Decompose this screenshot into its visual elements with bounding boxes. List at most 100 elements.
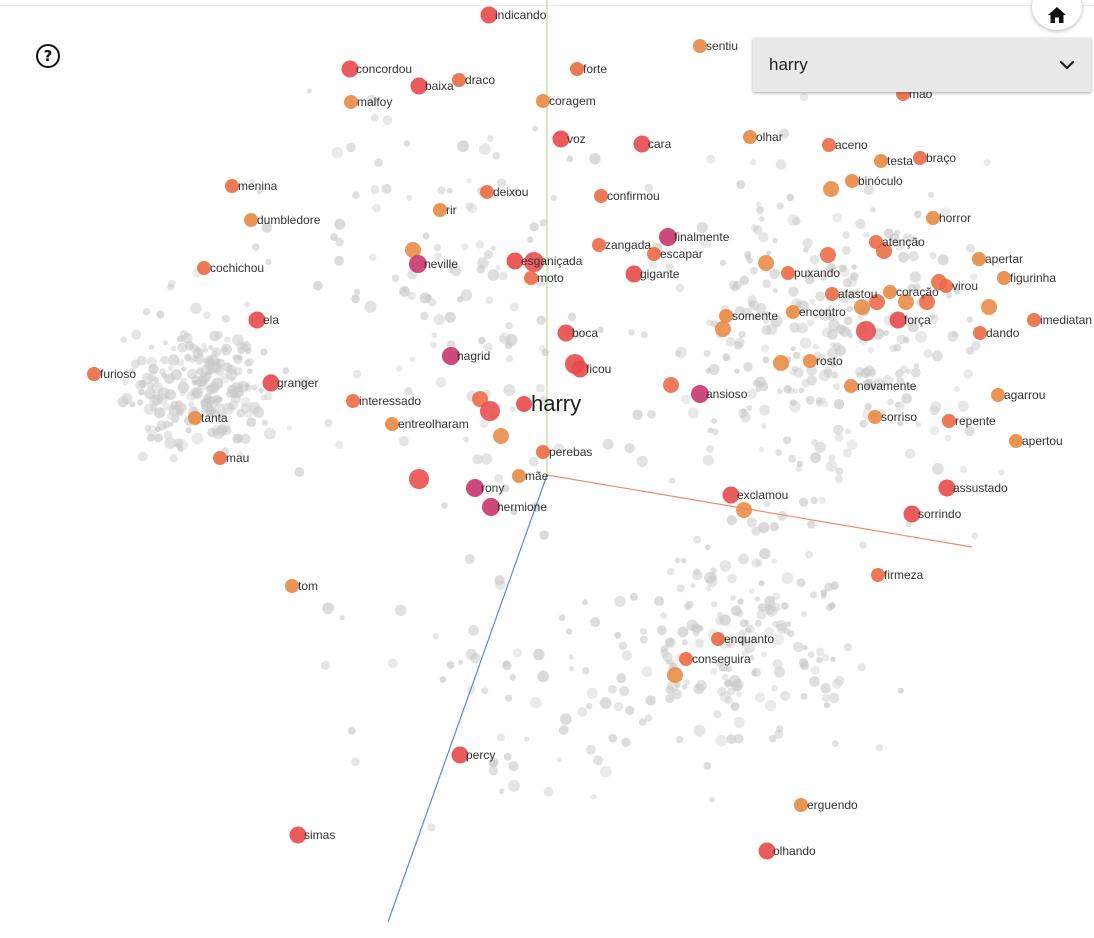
- word-point-forte[interactable]: [570, 62, 584, 76]
- word-point-draco[interactable]: [452, 73, 466, 87]
- word-point-olhando[interactable]: [758, 842, 776, 860]
- neighbor-point[interactable]: [663, 377, 679, 393]
- word-point-tanta[interactable]: [188, 411, 202, 425]
- word-point-aceno[interactable]: [822, 138, 836, 152]
- word-point-indicando[interactable]: [480, 6, 498, 24]
- word-point-virou[interactable]: [939, 279, 953, 293]
- word-point-deixou[interactable]: [480, 185, 494, 199]
- word-point-mãe[interactable]: [512, 469, 526, 483]
- word-point-firmeza[interactable]: [871, 568, 885, 582]
- background-point: [149, 403, 158, 411]
- neighbor-point[interactable]: [493, 428, 509, 444]
- word-point-encontro[interactable]: [786, 305, 800, 319]
- word-point-hermione[interactable]: [482, 498, 500, 516]
- neighbor-point[interactable]: [480, 401, 500, 421]
- neighbor-point[interactable]: [854, 299, 870, 315]
- help-icon[interactable]: ?: [36, 44, 60, 68]
- neighbor-point[interactable]: [898, 294, 914, 310]
- word-point-confirmou[interactable]: [594, 189, 608, 203]
- word-point-hagrid[interactable]: [442, 347, 460, 365]
- word-point-novamente[interactable]: [844, 379, 858, 393]
- word-point-mau[interactable]: [213, 451, 227, 465]
- word-point-coragem[interactable]: [536, 94, 550, 108]
- word-point-boca[interactable]: [557, 324, 575, 342]
- neighbor-point[interactable]: [409, 469, 429, 489]
- word-point-assustado[interactable]: [938, 479, 956, 497]
- neighbor-point[interactable]: [758, 255, 774, 271]
- word-point-sentiu[interactable]: [693, 39, 707, 53]
- word-point-moto[interactable]: [524, 271, 538, 285]
- word-point-ela[interactable]: [248, 311, 266, 329]
- word-point-atenção[interactable]: [869, 235, 883, 249]
- neighbor-point[interactable]: [715, 321, 731, 337]
- word-point-gigante[interactable]: [625, 265, 643, 283]
- neighbor-point[interactable]: [823, 181, 839, 197]
- word-point-apertar[interactable]: [972, 252, 986, 266]
- word-point-voz[interactable]: [552, 130, 570, 148]
- word-point-enquanto[interactable]: [711, 632, 725, 646]
- word-point-sorrindo[interactable]: [903, 505, 921, 523]
- neighbor-point[interactable]: [773, 355, 789, 371]
- word-point-imediatan[interactable]: [1027, 313, 1041, 327]
- word-select[interactable]: harry: [753, 38, 1091, 92]
- word-point-dumbledore[interactable]: [244, 213, 258, 227]
- word-point-perebas[interactable]: [536, 445, 550, 459]
- word-point-ansioso[interactable]: [691, 385, 709, 403]
- background-point: [539, 396, 549, 406]
- word-point-olhar[interactable]: [743, 130, 757, 144]
- word-point-sorriso[interactable]: [868, 410, 882, 424]
- word-point-rony[interactable]: [466, 479, 484, 497]
- word-point-somente[interactable]: [719, 309, 733, 323]
- word-point-simas[interactable]: [289, 826, 307, 844]
- word-point-figurinha[interactable]: [997, 271, 1011, 285]
- word-point-rosto[interactable]: [803, 354, 817, 368]
- word-point-apertou[interactable]: [1009, 434, 1023, 448]
- neighbor-point[interactable]: [919, 294, 935, 310]
- word-point-força[interactable]: [889, 311, 907, 329]
- word-point-repente[interactable]: [942, 414, 956, 428]
- word-point-rir[interactable]: [433, 203, 447, 217]
- word-point-puxando[interactable]: [781, 266, 795, 280]
- word-point-coração[interactable]: [883, 285, 897, 299]
- word-point-esganiçada[interactable]: [506, 252, 524, 270]
- word-point-malfoy[interactable]: [344, 95, 358, 109]
- word-point-cara[interactable]: [633, 135, 651, 153]
- word-point-interessado[interactable]: [346, 394, 360, 408]
- neighbor-point[interactable]: [856, 321, 876, 341]
- word-point-ficou[interactable]: [571, 360, 589, 378]
- word-point-furioso[interactable]: [87, 367, 101, 381]
- word-point-baixa[interactable]: [410, 77, 428, 95]
- word-point-conseguira[interactable]: [679, 652, 693, 666]
- word-point-neville[interactable]: [409, 255, 427, 273]
- neighbor-point[interactable]: [524, 252, 544, 272]
- neighbor-point[interactable]: [667, 667, 683, 683]
- word-point-cochichou[interactable]: [197, 261, 211, 275]
- word-point-exclamou[interactable]: [722, 486, 740, 504]
- neighbor-point[interactable]: [869, 294, 885, 310]
- word-point-concordou[interactable]: [341, 60, 359, 78]
- word-point-menina[interactable]: [225, 179, 239, 193]
- word-point-percy[interactable]: [451, 746, 469, 764]
- neighbor-point[interactable]: [820, 247, 836, 263]
- word-point-entreolharam[interactable]: [385, 417, 399, 431]
- word-point-zangada[interactable]: [592, 238, 606, 252]
- word-point-testa[interactable]: [874, 154, 888, 168]
- word-point-finalmente[interactable]: [659, 228, 677, 246]
- neighbor-point[interactable]: [736, 502, 752, 518]
- word-point-agarrou[interactable]: [991, 388, 1005, 402]
- word-point-harry[interactable]: [516, 396, 532, 412]
- word-point-dando[interactable]: [973, 326, 987, 340]
- neighbor-point[interactable]: [981, 299, 997, 315]
- word-point-braço[interactable]: [913, 151, 927, 165]
- word-point-binóculo[interactable]: [845, 174, 859, 188]
- word-point-tom[interactable]: [285, 579, 299, 593]
- word-point-horror[interactable]: [926, 211, 940, 225]
- word-point-erguendo[interactable]: [794, 798, 808, 812]
- background-point: [391, 274, 400, 283]
- word-point-granger[interactable]: [262, 374, 280, 392]
- neighbor-point[interactable]: [405, 242, 421, 258]
- word-point-escapar[interactable]: [647, 247, 661, 261]
- word-point-afastou[interactable]: [825, 287, 839, 301]
- background-point: [470, 652, 481, 664]
